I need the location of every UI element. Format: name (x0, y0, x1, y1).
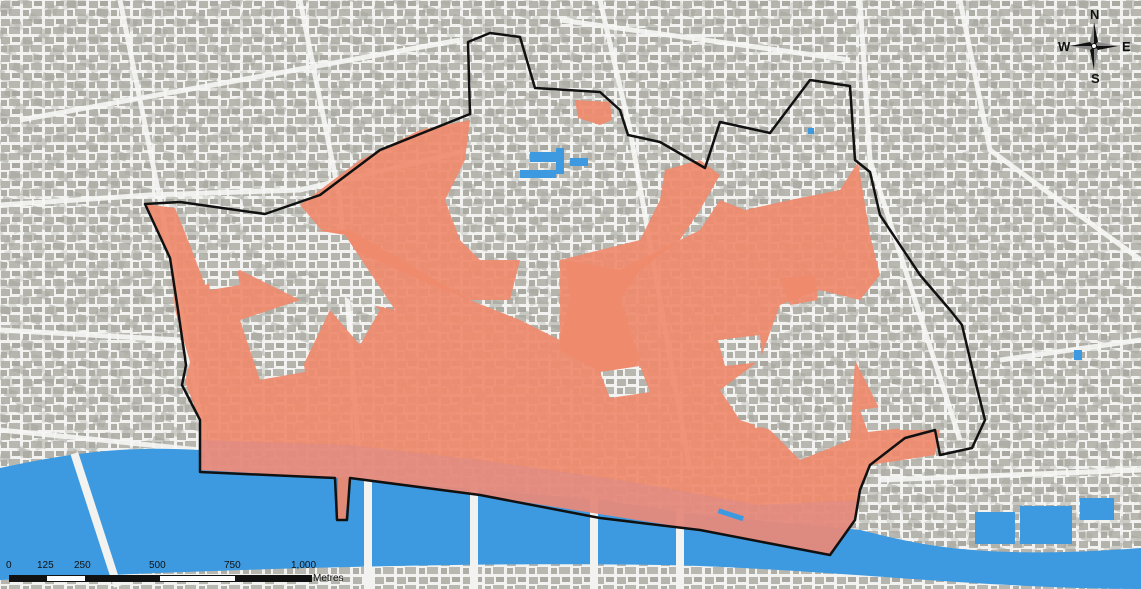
scale-segment (235, 576, 311, 581)
highlighted-zone-north (300, 120, 520, 300)
riverside-strip (200, 440, 860, 555)
scale-segment (85, 576, 160, 581)
compass-north-label: N (1090, 7, 1100, 22)
scale-unit: Metres (313, 573, 344, 584)
unaffected-pockets (205, 218, 904, 432)
south-bank (0, 564, 1141, 589)
compass-east-label: E (1122, 39, 1131, 54)
river-thames-main (200, 470, 1141, 589)
docks (975, 498, 1114, 544)
compass-rose-icon (1070, 22, 1118, 70)
scale-bar: 0 125 250 500 750 1,000 Metres (6, 560, 346, 588)
scale-tick-750: 750 (224, 560, 241, 571)
scale-tick-0: 0 (6, 560, 12, 571)
scale-track (9, 575, 312, 582)
river-thames-north-bank (0, 449, 200, 575)
highlighted-zone-north-patch (575, 100, 612, 125)
compass: N W E S (1058, 8, 1134, 86)
compass-south-label: S (1091, 71, 1100, 86)
highlighted-zone-central (560, 160, 720, 380)
scale-tick-250: 250 (74, 560, 91, 571)
scale-tick-125: 125 (37, 560, 54, 571)
highlighted-zone-east-patch (780, 275, 818, 305)
compass-west-label: W (1058, 39, 1071, 54)
scale-tick-1000: 1,000 (291, 560, 317, 571)
scale-segment (10, 576, 47, 581)
scale-tick-500: 500 (149, 560, 166, 571)
city-boundary (143, 31, 987, 557)
scale-segment (160, 576, 235, 581)
bridges (70, 452, 684, 589)
ponds (520, 128, 1082, 522)
scale-segment (47, 576, 85, 581)
